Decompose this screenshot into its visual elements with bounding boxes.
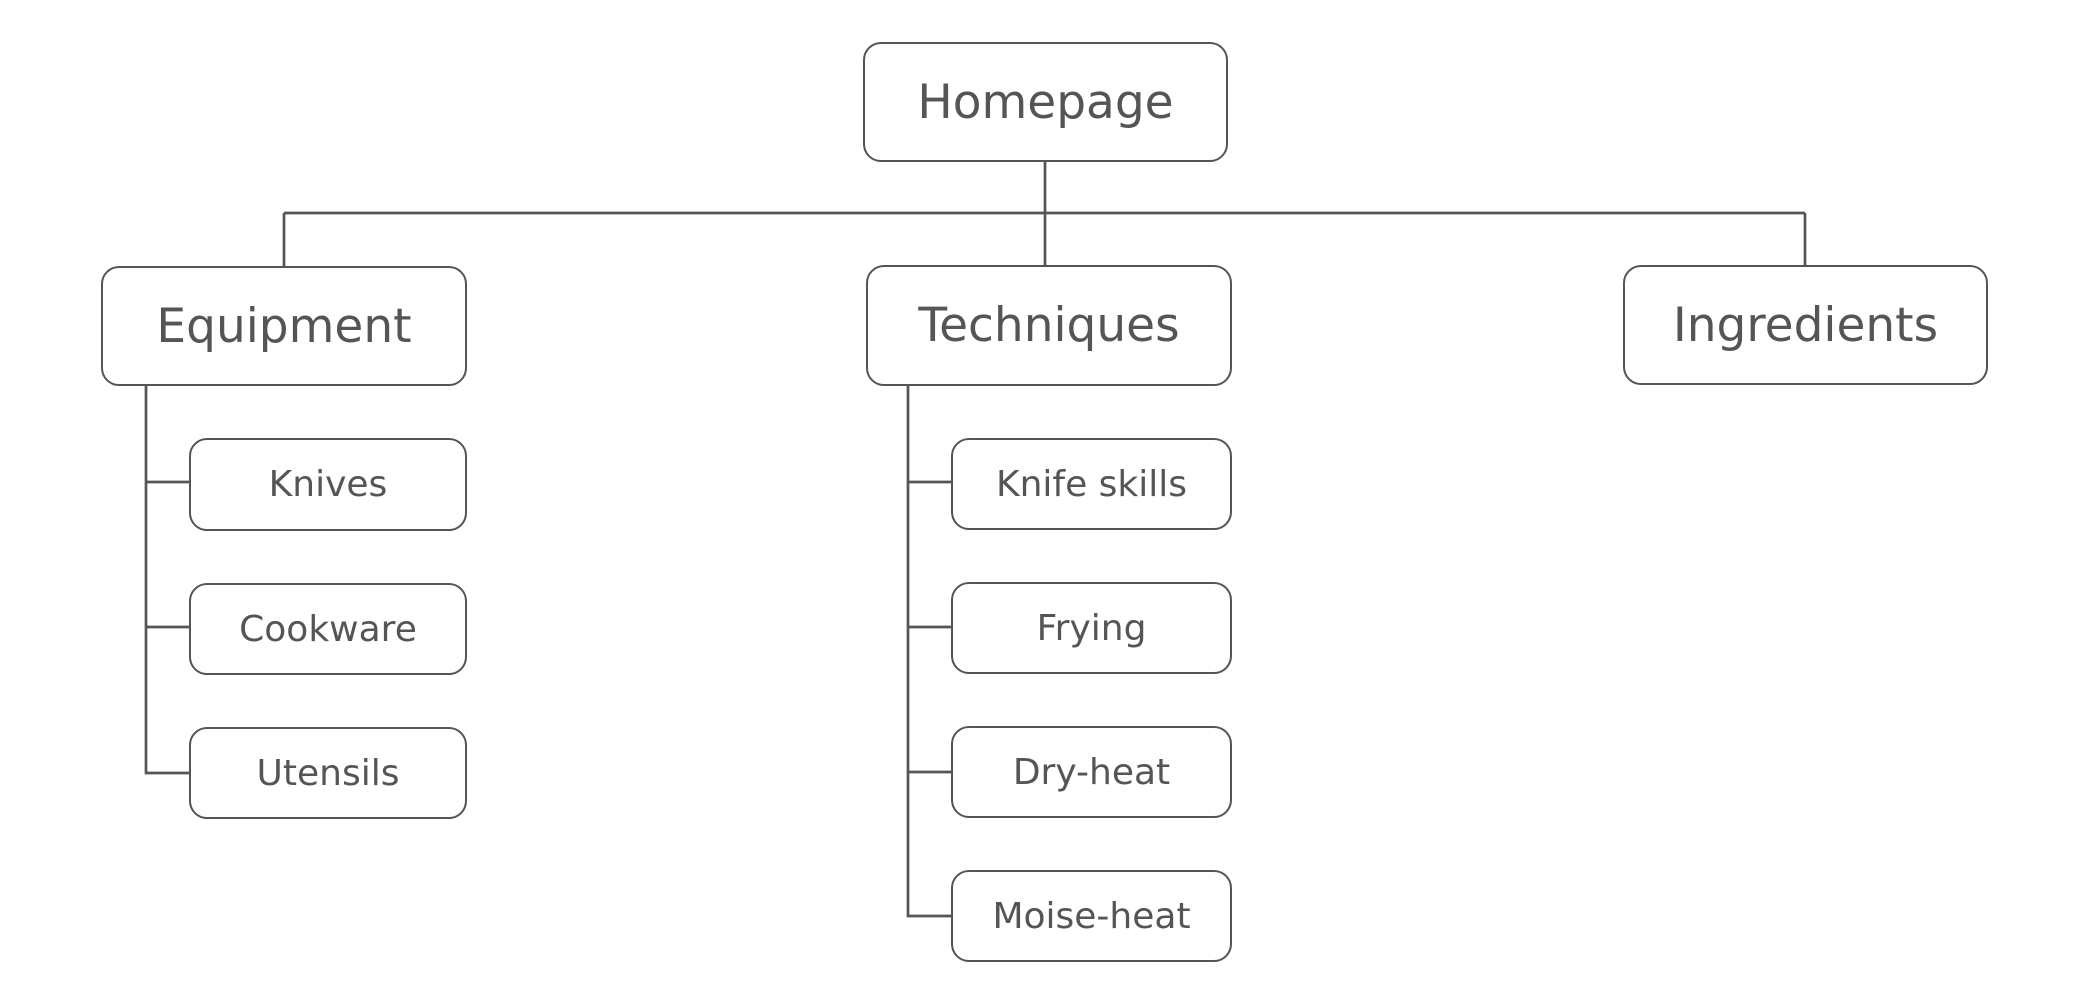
node-equipment: Equipment <box>101 266 467 386</box>
node-moise-heat: Moise-heat <box>951 870 1232 962</box>
node-dry-heat: Dry-heat <box>951 726 1232 818</box>
node-cookware: Cookware <box>189 583 467 675</box>
node-knife-skills: Knife skills <box>951 438 1232 530</box>
node-frying: Frying <box>951 582 1232 674</box>
node-utensils: Utensils <box>189 727 467 819</box>
connector-techniques-spine <box>906 386 951 918</box>
node-techniques: Techniques <box>866 265 1232 386</box>
connector-equipment-spine <box>144 386 189 775</box>
node-knives: Knives <box>189 438 467 531</box>
node-ingredients: Ingredients <box>1623 265 1988 385</box>
node-homepage: Homepage <box>863 42 1228 162</box>
